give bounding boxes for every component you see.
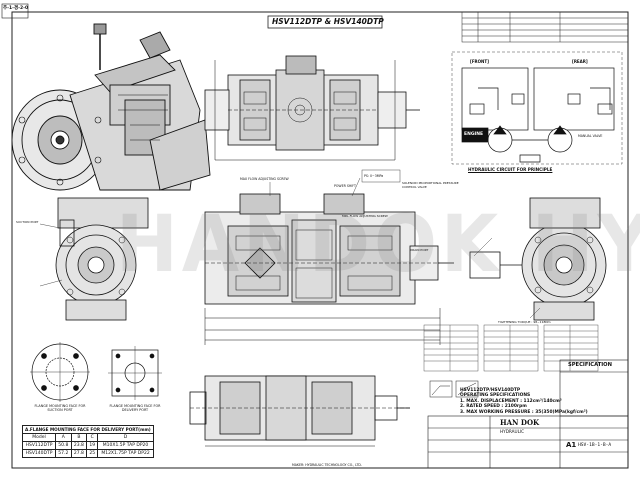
table-cell: M12X1.75P TAP DP22	[97, 449, 154, 458]
footer-note: MAKER: HYDRAULIC TECHNOLOGY CO., LTD.	[292, 463, 362, 467]
flange-suction-caption: FLANGE MOUNTING FACE FOR SUCTION PORT	[34, 404, 86, 412]
flange-header-b: B	[70, 433, 88, 442]
performance-mini-graphs	[429, 380, 479, 398]
table-cell: 23.8	[70, 441, 88, 450]
flange-delivery-caption: FLANGE MOUNTING FACE FOR DELIVERY PORT	[109, 404, 161, 412]
title-block-company: HAN DOK	[500, 418, 540, 427]
table-cell: 25	[86, 449, 99, 458]
flange-header-c: C	[86, 433, 99, 442]
engine-label: ENGINE	[464, 132, 484, 137]
suction-port-label: SUCTION PORT	[16, 220, 39, 224]
flange-table-title: A.FLANGE MOUNTING FACE FOR DELIVERY PORT…	[22, 425, 154, 434]
circuit-rear-label: [REAR]	[572, 59, 588, 64]
table-cell: 57.2	[55, 449, 72, 458]
title-block	[427, 359, 629, 469]
drain-port-label: DRAIN PORT	[410, 248, 429, 252]
flange-header-a: A	[55, 433, 72, 442]
table-cell: HSV112DTP	[21, 441, 57, 450]
operating-specifications: HSV112DTP/HSV140DTP OPERATING SPECIFICAT…	[460, 388, 588, 415]
table-cell: M10X1.5P TAP DP20	[97, 441, 154, 450]
flange-dimension-table: A.FLANGE MOUNTING FACE FOR DELIVERY PORT…	[21, 425, 154, 458]
table-cell: HSV140DTP	[21, 449, 57, 458]
corner-stamp: 주-1-경-2-0	[3, 6, 29, 11]
flow-adjust-label: MIN. FLOW ADJUSTING SCREW	[342, 214, 388, 218]
table-cell: 19	[86, 441, 99, 450]
hydraulic-circuit-schematic	[451, 51, 623, 165]
flange-suction-face	[30, 342, 90, 402]
pump-top-view	[204, 55, 420, 161]
tightening-torque-label: TIGHTENING TORQUE : 98~118Nm	[498, 320, 551, 324]
pump-isometric-view	[11, 23, 211, 191]
flange-header-d: D	[97, 433, 154, 442]
pump-bottom-view	[189, 375, 410, 447]
table-row: HSV140DTP 57.2 27.8 25 M12X1.75P TAP DP2…	[21, 449, 154, 458]
spec-title: OPERATING SPECIFICATIONS	[460, 393, 531, 399]
flange-delivery-face	[108, 346, 162, 400]
table-cell: 27.8	[70, 449, 88, 458]
callout-regulator: MAX FLOW ADJUSTING SCREW	[240, 177, 289, 181]
circuit-front-label: [FRONT]	[470, 59, 489, 64]
title-block-sheet-size: A1	[566, 441, 577, 449]
revision-block	[461, 11, 629, 43]
hydraulic-circuit-caption: HYDRAULIC CIRCUIT FOR PRINCIPLE	[468, 167, 553, 172]
title-block-company-sub: HYDRAULIC	[500, 429, 525, 434]
title-block-drawing-no: HSV-1B-1-B-A	[578, 443, 612, 448]
spec-line-2: 2. RATED SPEED : 2100rpm	[460, 404, 527, 410]
spec-line-3: 3. MAX WORKING PRESSURE : 35(350)MPa(kgf…	[460, 409, 588, 415]
spec-small-tables	[423, 324, 599, 372]
callout-ps: PS: 0~3MPa	[364, 174, 384, 178]
flange-header-model: Model	[21, 433, 57, 442]
table-cell: 50.8	[55, 441, 72, 450]
pump-right-end-view	[469, 197, 607, 321]
spec-header: HSV112DTP/HSV140DTP	[460, 388, 521, 393]
callout-power: POWER SHIFT	[334, 184, 356, 188]
table-row: HSV112DTP 50.8 23.8 19 M10X1.5P TAP DP20	[21, 441, 154, 450]
drawing-title: HSV112DTP & HSV140DTP	[272, 17, 384, 26]
title-block-sheet-title: SPECIFICATION	[568, 362, 612, 368]
pump-left-end-view	[55, 197, 149, 321]
callout-solenoid: SOLENOID PROPORTIONAL PRESSURE CONTROL V…	[402, 181, 459, 189]
manual-valve-label: MANUAL VALVE	[578, 134, 603, 138]
drawing-title-box	[267, 15, 383, 29]
drawing-border	[11, 11, 629, 469]
callout-leaders	[39, 169, 541, 319]
spec-line-1: 1. MAX. DISPLACEMENT : 112cm³/140cm³	[460, 398, 562, 404]
corner-stamp-box	[1, 3, 29, 19]
pump-front-elevation	[204, 193, 454, 345]
watermark: HANDOK HYD	[115, 200, 640, 290]
